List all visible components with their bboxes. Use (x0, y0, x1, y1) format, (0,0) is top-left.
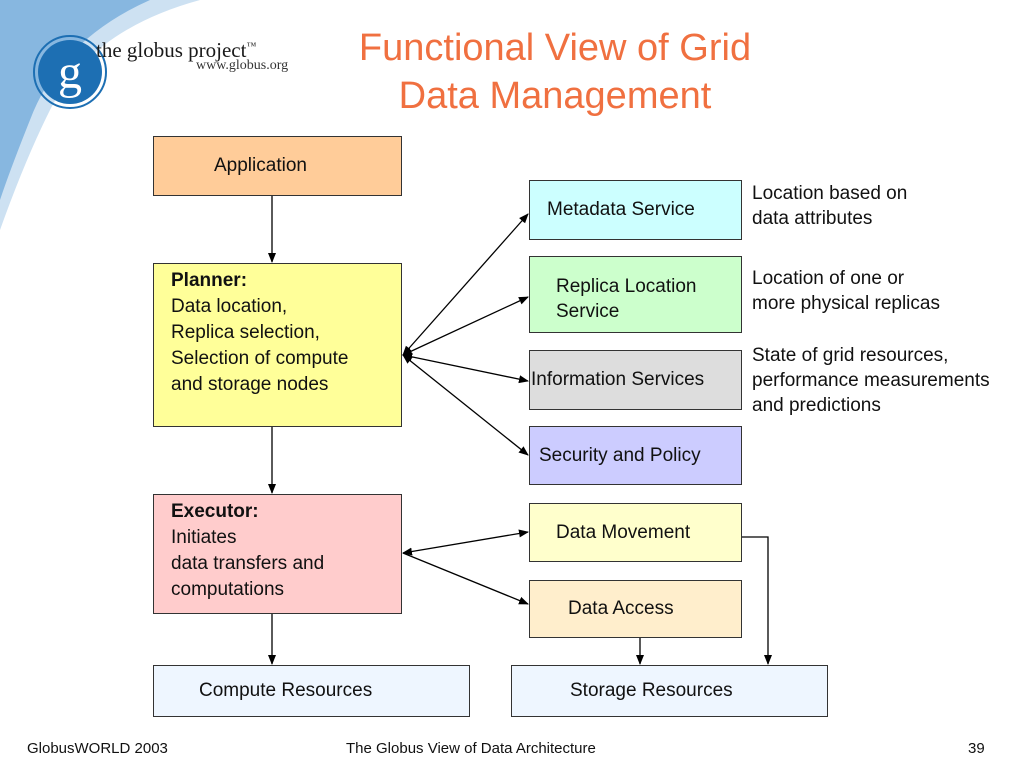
information-services-label: Information Services (531, 369, 705, 390)
arrow-planner-replica (402, 296, 529, 356)
planner-heading: Planner: (171, 270, 248, 291)
information-services-box: Information Services (529, 350, 742, 410)
data-movement-label: Data Movement (556, 521, 691, 543)
information-note: State of grid resources, performance mea… (752, 345, 990, 416)
arrow-executor-movement (402, 529, 529, 556)
data-movement-box: Data Movement (529, 503, 742, 562)
executor-line-3: computations (171, 579, 285, 600)
globus-logo-icon: g (33, 35, 107, 109)
arrow-planner-security (402, 354, 529, 456)
page-title: Functional View of Grid Data Management (290, 24, 820, 120)
footer-title: The Globus View of Data Architecture (346, 740, 596, 757)
arrow-movement-storage (742, 536, 772, 665)
title-line-2: Data Management (398, 75, 712, 117)
data-access-box: Data Access (529, 580, 742, 638)
executor-line-2: data transfers and (171, 553, 325, 574)
replica-location-line-1: Replica Location (556, 276, 697, 297)
storage-resources-box: Storage Resources (511, 665, 828, 717)
planner-box: Planner: Data location, Replica selectio… (153, 263, 402, 427)
planner-line-4: and storage nodes (171, 374, 329, 395)
planner-line-3: Selection of compute (171, 348, 349, 369)
security-policy-label: Security and Policy (539, 444, 701, 466)
arrow-planner-metadata (402, 213, 529, 356)
storage-resources-label: Storage Resources (570, 680, 733, 701)
planner-line-2: Replica selection, (171, 322, 320, 343)
replica-location-line-2: Service (556, 301, 620, 322)
replica-location-box: Replica Location Service (529, 256, 742, 333)
security-policy-box: Security and Policy (529, 426, 742, 485)
metadata-service-box: Metadata Service (529, 180, 742, 240)
title-line-1: Functional View of Grid (358, 27, 752, 69)
logo-name: the globus project™ (96, 38, 257, 62)
application-label: Application (214, 155, 307, 176)
application-box: Application (153, 136, 402, 196)
page-number: 39 (968, 740, 985, 757)
compute-resources-label: Compute Resources (199, 680, 373, 701)
executor-heading: Executor: (171, 501, 259, 522)
logo-mark: g (58, 46, 82, 99)
planner-line-1: Data location, (171, 296, 288, 317)
metadata-service-label: Metadata Service (547, 199, 695, 220)
arrow-planner-information (402, 352, 529, 384)
executor-line-1: Initiates (171, 527, 237, 548)
logo-url: www.globus.org (196, 58, 289, 73)
executor-box: Executor: Initiates data transfers and c… (153, 494, 402, 614)
replica-note: Location of one or more physical replica… (752, 268, 940, 314)
compute-resources-box: Compute Resources (153, 665, 470, 717)
arrow-executor-access (402, 552, 529, 605)
metadata-note: Location based on data attributes (752, 183, 908, 229)
footer-event: GlobusWORLD 2003 (27, 740, 168, 757)
data-access-label: Data Access (568, 598, 674, 619)
